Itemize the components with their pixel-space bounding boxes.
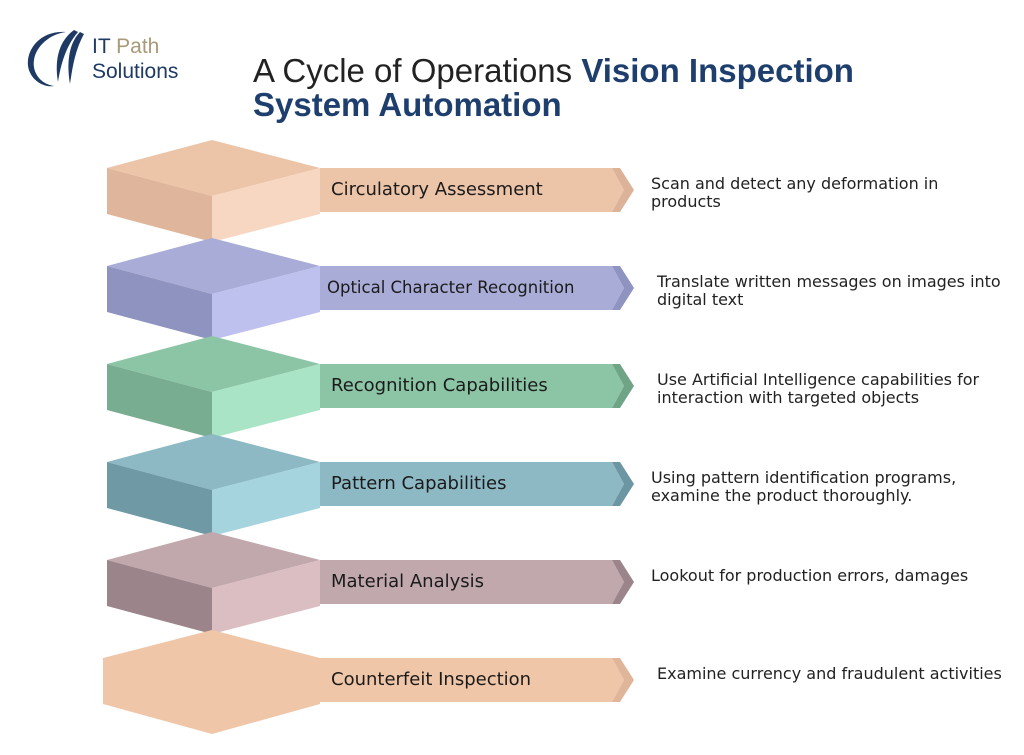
step-item: Pattern Capabilities Using pattern identi…: [0, 434, 1024, 536]
prism-top-face: [107, 532, 320, 588]
prism-right-face: [212, 266, 320, 340]
step-item: Circulatory Assessment Scan and detect an…: [0, 140, 1024, 242]
prism-right-face: [212, 462, 320, 536]
chevron-arrow-icon: [320, 364, 634, 408]
step-prism-icon: [107, 434, 320, 536]
step-prism-icon: [107, 140, 320, 242]
logo-it: IT: [92, 35, 111, 58]
bar-body: [320, 266, 624, 310]
step-item: Optical Character Recognition Translate w…: [0, 238, 1024, 340]
chevron-tip: [612, 364, 634, 408]
step-label-bar: Pattern Capabilities: [320, 462, 636, 506]
logo-solutions: Solutions: [92, 60, 179, 83]
step-label-bar: Recognition Capabilities: [320, 364, 636, 408]
step-item: Recognition Capabilities Use Artificial I…: [0, 336, 1024, 438]
prism-left-face: [107, 266, 212, 340]
prism-right-face: [212, 364, 320, 438]
step-description: Examine currency and fraudulent activiti…: [657, 664, 1002, 683]
chevron-tip: [612, 462, 634, 506]
prism-left-face: [107, 168, 212, 242]
logo-path: Path: [116, 35, 160, 58]
step-label: Recognition Capabilities: [331, 375, 548, 396]
step-prism-icon: [107, 238, 320, 340]
bar-body: [320, 658, 624, 702]
title-bold-2: System Automation: [253, 86, 562, 123]
prism-left-face: [107, 364, 212, 438]
bar-body: [320, 462, 624, 506]
step-label-bar: Circulatory Assessment: [320, 168, 636, 212]
step-prism-icon: [107, 336, 320, 438]
prism-left-face: [107, 462, 212, 536]
step-label: Counterfeit Inspection: [331, 669, 532, 690]
step-description: Using pattern identification programs, e…: [651, 468, 957, 505]
prism-top-face: [103, 630, 320, 734]
step-prism-icon: [103, 630, 320, 734]
chevron-arrow-icon: [320, 658, 634, 702]
bar-body: [320, 560, 624, 604]
prism-right-face: [212, 560, 320, 634]
step-item: Counterfeit Inspection Examine currency a…: [0, 630, 1024, 734]
chevron-tip: [612, 168, 634, 212]
step-prism-icon: [107, 532, 320, 634]
chevron-arrow-icon: [320, 266, 634, 310]
prism-top-face: [107, 238, 320, 294]
step-label: Material Analysis: [331, 571, 485, 592]
step-item: Material Analysis Lookout for production …: [0, 532, 1024, 634]
bar-body: [320, 168, 624, 212]
step-description: Scan and detect any deformation in produ…: [651, 174, 939, 211]
prism-right-face: [212, 168, 320, 242]
step-label: Pattern Capabilities: [331, 473, 507, 494]
prism-top-face: [107, 140, 320, 196]
logo-swoosh-icon: [27, 30, 84, 87]
title-light: A Cycle of Operations: [253, 52, 573, 89]
prism-top-face: [107, 336, 320, 392]
step-label: Optical Character Recognition: [327, 278, 575, 297]
step-description: Use Artificial Intelligence capabilities…: [657, 370, 980, 407]
prism-left-face: [107, 560, 212, 634]
chevron-tip: [612, 266, 634, 310]
chevron-arrow-icon: [320, 168, 634, 212]
step-description: Lookout for production errors, damages: [651, 566, 969, 585]
bar-body: [320, 364, 624, 408]
step-label-bar: Optical Character Recognition: [320, 266, 636, 310]
step-description: Translate written messages on images int…: [657, 272, 1001, 309]
step-label: Circulatory Assessment: [331, 179, 543, 200]
title-bold-1: Vision Inspection: [581, 52, 854, 89]
chevron-tip: [612, 560, 634, 604]
logo-text: IT Path Solutions: [92, 34, 178, 84]
step-label-bar: Material Analysis: [320, 560, 636, 604]
company-logo: IT Path Solutions: [22, 26, 202, 96]
page-title: A Cycle of Operations Vision Inspection …: [253, 54, 993, 122]
chevron-arrow-icon: [320, 560, 634, 604]
step-label-bar: Counterfeit Inspection: [320, 658, 636, 702]
chevron-arrow-icon: [320, 462, 634, 506]
chevron-tip: [612, 658, 634, 702]
prism-top-face: [107, 434, 320, 490]
